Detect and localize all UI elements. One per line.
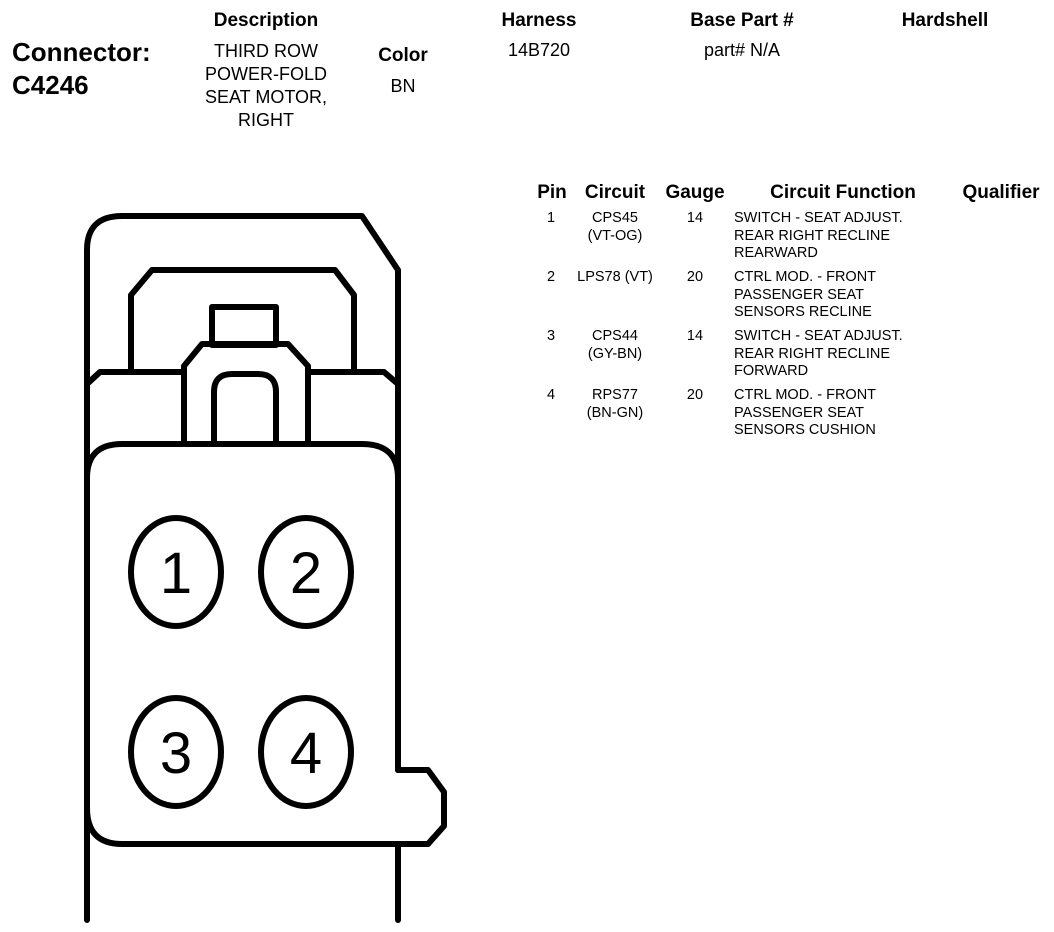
- col-header-pin: Pin: [537, 182, 567, 203]
- function-line: CTRL MOD. - FRONT: [734, 387, 877, 403]
- pin-number-4: 4: [290, 721, 322, 786]
- connector-label: Connector:: [12, 37, 151, 67]
- function-line: REARWARD: [734, 245, 818, 261]
- function-cell: SWITCH - SEAT ADJUST. REAR RIGHT RECLINE…: [734, 328, 954, 381]
- connector-right-shoulder: [305, 369, 401, 387]
- circuit-cell: CPS44 (GY-BN): [568, 328, 662, 363]
- function-line: SENSORS CUSHION: [734, 422, 876, 438]
- pin-cavity-1: [128, 515, 224, 629]
- circuit-line: CPS45: [592, 210, 638, 226]
- function-line: CTRL MOD. - FRONT: [734, 269, 877, 285]
- col-header-circuit: Circuit: [584, 182, 646, 203]
- circuit-line: (BN-GN): [586, 404, 644, 421]
- circuit-line: (VT-OG): [587, 227, 643, 244]
- connector-title: Connector: C4246: [12, 36, 151, 102]
- circuit-cell: CPS45 (VT-OG): [568, 210, 662, 245]
- function-line: SWITCH - SEAT ADJUST.: [734, 210, 903, 226]
- connector-key-housing: [181, 341, 311, 447]
- table-row: 2 LPS78 (VT) 20 CTRL MOD. - FRONT PASSEN…: [520, 269, 1050, 324]
- circuit-cell: RPS77 (BN-GN): [568, 387, 662, 422]
- table-row: 3 CPS44 (GY-BN) 14 SWITCH - SEAT ADJUST.…: [520, 328, 1050, 383]
- pin-number-2: 2: [290, 541, 322, 606]
- pin-cavity-4: [258, 695, 354, 809]
- function-line: PASSENGER SEAT: [734, 404, 864, 421]
- function-cell: CTRL MOD. - FRONT PASSENGER SEAT SENSORS…: [734, 269, 954, 322]
- pin-number-3: 3: [160, 721, 192, 786]
- pin-cell: 3: [546, 328, 556, 344]
- harness-value: 14B720: [507, 40, 571, 60]
- circuit-line: (GY-BN): [587, 345, 643, 362]
- circuit-cell: LPS78 (VT): [568, 269, 662, 287]
- gauge-cell: 20: [686, 387, 704, 403]
- connector-left-shoulder: [84, 369, 187, 387]
- connector-inner-body: [84, 441, 431, 847]
- circuit-line: CPS44: [592, 328, 638, 344]
- function-cell: SWITCH - SEAT ADJUST. REAR RIGHT RECLINE…: [734, 210, 954, 263]
- function-line: SWITCH - SEAT ADJUST.: [734, 328, 903, 344]
- function-line: REAR RIGHT RECLINE: [734, 227, 891, 244]
- gauge-cell: 20: [686, 269, 704, 285]
- pin-number-1: 1: [160, 541, 192, 606]
- base-part-value: part# N/A: [703, 40, 781, 60]
- function-line: REAR RIGHT RECLINE: [734, 345, 891, 362]
- color-value: BN: [390, 76, 416, 96]
- pin-cavity-2: [258, 515, 354, 629]
- table-row: 1 CPS45 (VT-OG) 14 SWITCH - SEAT ADJUST.…: [520, 210, 1050, 265]
- connector-latch-tab: [395, 767, 447, 847]
- hardshell-header: Hardshell: [901, 10, 989, 31]
- description-header: Description: [213, 10, 319, 31]
- description-line: THIRD ROW: [214, 41, 318, 61]
- col-header-qualifier: Qualifier: [962, 182, 1040, 203]
- pin-cell: 1: [546, 210, 556, 226]
- pin-cell: 2: [546, 269, 556, 285]
- pin-cell: 4: [546, 387, 556, 403]
- description-line: POWER-FOLD: [204, 64, 327, 84]
- function-cell: CTRL MOD. - FRONT PASSENGER SEAT SENSORS…: [734, 387, 954, 440]
- col-header-gauge: Gauge: [665, 182, 725, 203]
- table-row: 4 RPS77 (BN-GN) 20 CTRL MOD. - FRONT PAS…: [520, 387, 1050, 442]
- connector-id: C4246: [12, 70, 89, 100]
- base-part-header: Base Part #: [690, 10, 794, 31]
- gauge-cell: 14: [686, 210, 704, 226]
- description-line: RIGHT: [238, 110, 294, 130]
- description-value: THIRD ROW POWER-FOLD SEAT MOTOR, RIGHT: [166, 40, 366, 132]
- harness-header: Harness: [501, 10, 577, 31]
- function-line: PASSENGER SEAT: [734, 286, 864, 303]
- function-line: FORWARD: [734, 363, 809, 379]
- connector-key-block: [209, 304, 279, 348]
- function-line: SENSORS RECLINE: [734, 304, 872, 320]
- col-header-circuit-function: Circuit Function: [770, 182, 916, 203]
- connector-inner-frame: [128, 267, 357, 375]
- color-header: Color: [378, 45, 428, 66]
- connector-key-slot: [211, 371, 279, 447]
- pin-cavity-3: [128, 695, 224, 809]
- connector-outer-housing: [84, 213, 401, 923]
- description-line: SEAT MOTOR,: [204, 87, 328, 107]
- gauge-cell: 14: [686, 328, 704, 344]
- circuit-line: LPS78 (VT): [577, 269, 653, 285]
- circuit-line: RPS77: [592, 387, 638, 403]
